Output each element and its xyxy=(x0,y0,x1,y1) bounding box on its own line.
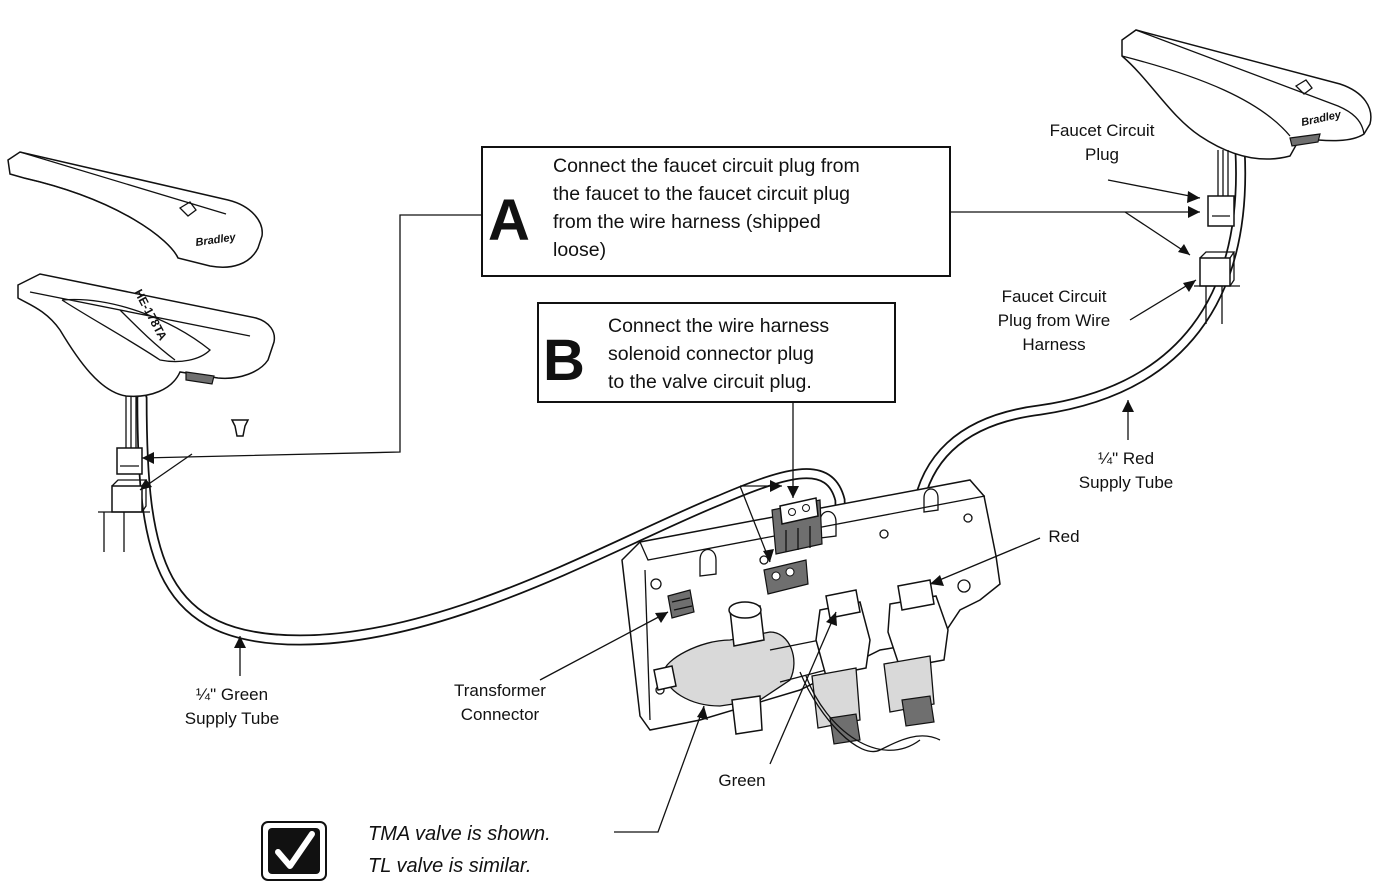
tma-valve xyxy=(653,601,827,735)
left-mounting-screw xyxy=(230,419,250,437)
left-faucet-cover: Bradley xyxy=(7,151,263,268)
leader-arrowheads xyxy=(140,191,1200,720)
red-solenoid-valve xyxy=(883,579,949,727)
right-faucet-circuit-plug xyxy=(1207,195,1235,227)
svg-text:Plug from Wire: Plug from Wire xyxy=(998,311,1110,330)
label-transformer-connector: Transformer Connector xyxy=(454,681,546,724)
note: TMA valve is shown. TL valve is similar. xyxy=(261,821,551,881)
checkmark-icon xyxy=(261,821,327,881)
svg-text:Transformer: Transformer xyxy=(454,681,546,700)
left-harness-circuit-plug xyxy=(98,479,150,552)
svg-text:Connector: Connector xyxy=(461,705,540,724)
left-sensor-logo-icon xyxy=(178,201,197,217)
left-faucet-housing: HE-178TA xyxy=(17,273,276,398)
step-b-letter: B xyxy=(543,328,585,393)
label-red: Red xyxy=(1048,527,1079,546)
label-faucet-circuit-plug: Faucet Circuit Plug xyxy=(1050,121,1155,164)
svg-text:¼" Red: ¼" Red xyxy=(1098,449,1154,468)
valve-wires xyxy=(799,671,941,753)
svg-text:Harness: Harness xyxy=(1022,335,1085,354)
note-line-1: TMA valve is shown. xyxy=(368,823,551,845)
step-b-line-2: solenoid connector plug xyxy=(608,343,814,365)
step-b-line-1: Connect the wire harness xyxy=(608,315,829,337)
valve-circuit-plug xyxy=(763,559,809,595)
svg-text:¼" Green: ¼" Green xyxy=(196,685,268,704)
label-red-supply-tube: ¼" Red Supply Tube xyxy=(1079,449,1174,492)
svg-text:Faucet Circuit: Faucet Circuit xyxy=(1050,121,1155,140)
left-brand-logo: Bradley xyxy=(195,231,238,249)
step-b-box: B Connect the wire harness solenoid conn… xyxy=(537,302,896,403)
right-harness-circuit-plug xyxy=(1194,251,1240,324)
green-supply-tube xyxy=(136,392,848,646)
step-a-line-2: the faucet to the faucet circuit plug xyxy=(553,183,850,205)
step-b-line-3: to the valve circuit plug. xyxy=(608,371,812,393)
label-green: Green xyxy=(718,771,765,790)
step-a-line-3: from the wire harness (shipped xyxy=(553,211,821,233)
svg-text:Supply Tube: Supply Tube xyxy=(185,709,280,728)
label-faucet-plug-from-harness: Faucet Circuit Plug from Wire Harness xyxy=(998,287,1110,354)
svg-text:Supply Tube: Supply Tube xyxy=(1079,473,1174,492)
left-faucet-circuit-plug xyxy=(116,447,143,475)
right-sensor-logo-icon xyxy=(1294,79,1313,95)
step-a-line-4: loose) xyxy=(553,239,606,261)
step-a-letter: A xyxy=(488,188,530,253)
svg-text:Faucet Circuit: Faucet Circuit xyxy=(1002,287,1107,306)
transformer-connector-part xyxy=(667,589,695,619)
label-green-supply-tube: ¼" Green Supply Tube xyxy=(185,685,280,728)
right-faucet: Bradley xyxy=(1121,29,1372,160)
harness-solenoid-connector-plug xyxy=(771,497,823,555)
right-faucet-wire xyxy=(1217,150,1229,196)
step-a-box: A Connect the faucet circuit plug from t… xyxy=(481,146,951,277)
note-line-2: TL valve is similar. xyxy=(368,855,531,877)
left-faucet-wire xyxy=(125,396,137,448)
svg-text:Plug: Plug xyxy=(1085,145,1119,164)
step-a-line-1: Connect the faucet circuit plug from xyxy=(553,155,860,177)
leader-lines xyxy=(139,179,1201,833)
